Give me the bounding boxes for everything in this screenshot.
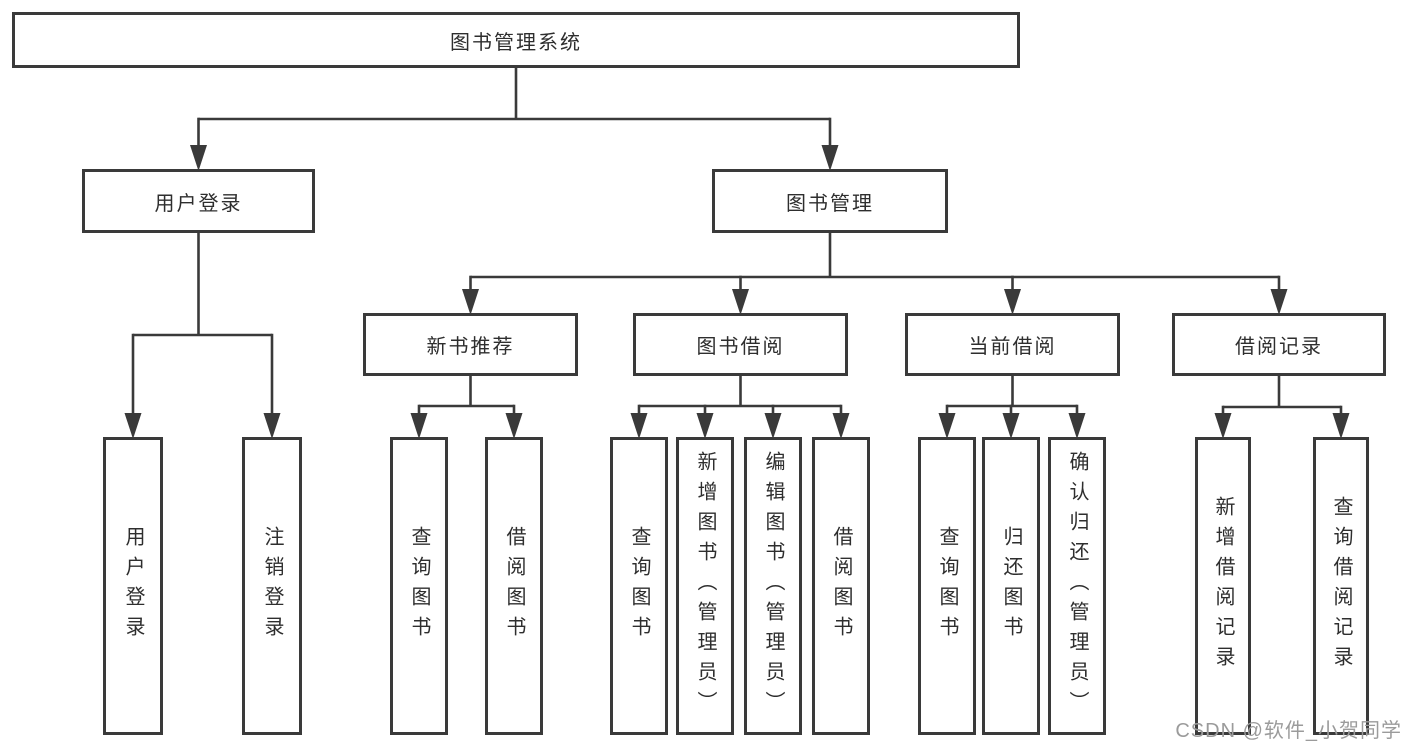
node-cur-confirm: 确认归还（管理员） (1048, 437, 1106, 735)
node-new-rec: 新书推荐 (363, 313, 578, 376)
node-new-rec-label: 新书推荐 (426, 336, 515, 358)
connector-arrow-records-add (1214, 413, 1232, 439)
node-rec-borrow-label: 借阅图书 (503, 526, 525, 646)
node-cur-return-label: 归还图书 (1000, 526, 1022, 646)
node-rec-query: 查询图书 (390, 437, 448, 735)
connector-arrow-borrow (732, 289, 749, 315)
node-records: 借阅记录 (1172, 313, 1386, 376)
node-cur-query: 查询图书 (918, 437, 976, 735)
node-login-user: 用户登录 (103, 437, 163, 735)
connector-arrow-cur-confirm (1068, 413, 1086, 439)
node-borrow-lend-label: 借阅图书 (830, 526, 852, 646)
node-records-add: 新增借阅记录 (1195, 437, 1251, 735)
node-borrow-lend: 借阅图书 (812, 437, 870, 735)
node-root-label: 图书管理系统 (450, 31, 582, 54)
node-borrow-add: 新增图书（管理员） (676, 437, 734, 735)
node-cur-query-label: 查询图书 (936, 526, 958, 646)
connector-arrow-cur-return (1002, 413, 1020, 439)
connector-arrow-borrow-edit (764, 413, 782, 439)
connector-arrow-login (190, 145, 207, 171)
node-borrow-edit: 编辑图书（管理员） (744, 437, 802, 735)
connector-arrow-login-logout (263, 413, 281, 439)
node-borrow-query: 查询图书 (610, 437, 668, 735)
connector-arrow-records-query (1332, 413, 1350, 439)
node-login-label: 用户登录 (154, 192, 243, 215)
node-borrow-edit-label: 编辑图书（管理员） (762, 451, 784, 721)
node-records-query: 查询借阅记录 (1313, 437, 1369, 735)
node-mgmt-label: 图书管理 (786, 192, 874, 215)
connector-arrow-borrow-add (696, 413, 714, 439)
node-current-label: 当前借阅 (968, 336, 1057, 358)
watermark: CSDN @软件_小贺同学 (1175, 720, 1402, 742)
node-cur-confirm-label: 确认归还（管理员） (1066, 451, 1088, 721)
node-borrow-query-label: 查询图书 (628, 526, 650, 646)
node-login-logout-label: 注销登录 (261, 526, 283, 646)
node-rec-borrow: 借阅图书 (485, 437, 543, 735)
node-login-user-label: 用户登录 (122, 526, 144, 646)
connector-arrow-new-rec (462, 289, 479, 315)
node-borrow-label: 图书借阅 (696, 336, 785, 358)
node-records-label: 借阅记录 (1235, 336, 1323, 358)
node-borrow-add-label: 新增图书（管理员） (694, 451, 716, 721)
node-root: 图书管理系统 (12, 12, 1020, 68)
node-login-logout: 注销登录 (242, 437, 302, 735)
connector-arrow-login-user (124, 413, 142, 439)
node-borrow: 图书借阅 (633, 313, 848, 376)
connector-arrow-cur-query (938, 413, 956, 439)
connector-arrow-borrow-query (630, 413, 648, 439)
connector-arrow-records (1270, 289, 1288, 315)
node-current: 当前借阅 (905, 313, 1120, 376)
connector-arrow-rec-query (410, 413, 428, 439)
connector-arrow-mgmt (821, 145, 839, 171)
node-records-query-label: 查询借阅记录 (1330, 496, 1352, 676)
connector-arrow-rec-borrow (505, 413, 523, 439)
connector-arrow-borrow-lend (832, 413, 850, 439)
connector-arrow-current (1004, 289, 1021, 315)
node-rec-query-label: 查询图书 (408, 526, 430, 646)
node-mgmt: 图书管理 (712, 169, 948, 233)
node-records-add-label: 新增借阅记录 (1212, 496, 1234, 676)
node-login: 用户登录 (82, 169, 315, 233)
node-cur-return: 归还图书 (982, 437, 1040, 735)
